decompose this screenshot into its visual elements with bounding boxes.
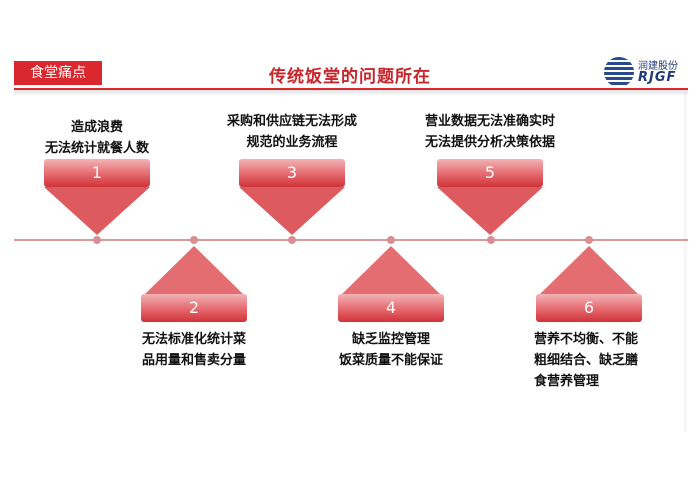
item-3-caption: 采购和供应链无法形成 规范的业务流程 bbox=[182, 111, 402, 153]
item-6-line3: 食营养管理 bbox=[534, 374, 600, 389]
item-2-badge: 2 bbox=[141, 294, 247, 322]
timeline-dot-4 bbox=[387, 236, 395, 244]
item-4-line2: 饭菜质量不能保证 bbox=[338, 353, 443, 368]
logo-code: RJGF bbox=[638, 70, 677, 85]
item-3-line2: 规范的业务流程 bbox=[246, 135, 338, 150]
item-5-caption: 营业数据无法准确实时 无法提供分析决策依据 bbox=[380, 111, 600, 153]
item-4-line1: 缺乏监控管理 bbox=[351, 332, 430, 347]
header-shadow bbox=[14, 90, 688, 96]
item-1-line2: 无法统计就餐人数 bbox=[44, 141, 149, 156]
timeline-line bbox=[14, 239, 688, 241]
timeline-dot-1 bbox=[93, 236, 101, 244]
item-6-line1: 营养不均衡、不能 bbox=[534, 332, 639, 347]
item-5-badge: 5 bbox=[437, 159, 543, 187]
timeline-dot-5 bbox=[487, 236, 495, 244]
item-4-caption: 缺乏监控管理 饭菜质量不能保证 bbox=[281, 329, 501, 371]
item-5-line1: 营业数据无法准确实时 bbox=[424, 114, 555, 129]
timeline-dot-2 bbox=[190, 236, 198, 244]
timeline-dot-6 bbox=[585, 236, 593, 244]
header-rule bbox=[14, 88, 688, 90]
item-1-line1: 造成浪费 bbox=[70, 120, 123, 135]
side-shadow bbox=[684, 92, 688, 432]
item-5-pointer bbox=[437, 187, 543, 235]
logo-globe-icon bbox=[604, 57, 634, 87]
item-1-badge: 1 bbox=[44, 159, 150, 187]
item-2-line1: 无法标准化统计菜 bbox=[141, 332, 246, 347]
item-3-line1: 采购和供应链无法形成 bbox=[226, 114, 357, 129]
section-tag: 食堂痛点 bbox=[14, 61, 102, 85]
page-title: 传统饭堂的问题所在 bbox=[269, 67, 431, 87]
item-6-caption: 营养不均衡、不能 粗细结合、缺乏膳 食营养管理 bbox=[534, 329, 684, 392]
item-3-pointer bbox=[239, 187, 345, 235]
item-2-caption: 无法标准化统计菜 品用量和售卖分量 bbox=[84, 329, 304, 371]
company-logo: 润建股份 RJGF bbox=[604, 57, 688, 87]
item-5-line2: 无法提供分析决策依据 bbox=[424, 135, 555, 150]
item-6-line2: 粗细结合、缺乏膳 bbox=[534, 353, 639, 368]
logo-name: 润建股份 bbox=[638, 61, 678, 72]
item-3-badge: 3 bbox=[239, 159, 345, 187]
item-4-pointer bbox=[340, 246, 442, 296]
item-1-pointer bbox=[44, 187, 150, 235]
item-2-pointer bbox=[143, 246, 245, 296]
item-1-caption: 造成浪费 无法统计就餐人数 bbox=[0, 117, 207, 159]
item-4-badge: 4 bbox=[338, 294, 444, 322]
item-6-badge: 6 bbox=[536, 294, 642, 322]
item-6-pointer bbox=[538, 246, 640, 296]
item-2-line2: 品用量和售卖分量 bbox=[141, 353, 246, 368]
timeline-dot-3 bbox=[288, 236, 296, 244]
